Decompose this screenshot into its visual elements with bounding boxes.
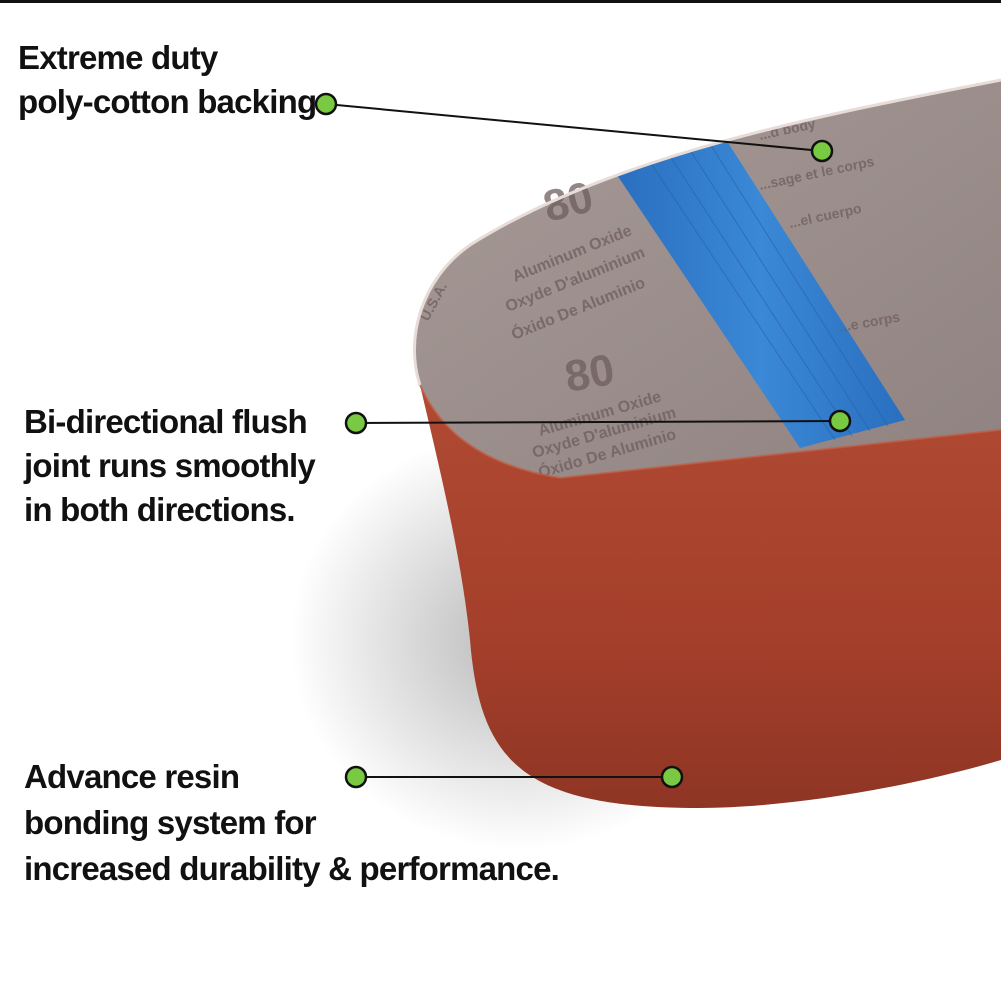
marker-dot-joint-start: [344, 411, 368, 435]
top-border-line: [0, 0, 1001, 3]
marker-dot-resin-start: [344, 765, 368, 789]
joint-tape-texture: [649, 143, 889, 441]
marker-dot-backing-start: [314, 92, 338, 116]
belt-outer-highlight: [419, 384, 1001, 480]
markers: [314, 92, 852, 789]
callout-backing-line-2: poly-cotton backing: [18, 83, 317, 120]
leader-line-joint: [355, 420, 841, 424]
marker-dot-joint-end: [828, 409, 852, 433]
callout-resin: Advance resin bonding system for increas…: [24, 754, 560, 892]
callout-joint-line-3: in both directions.: [24, 491, 296, 528]
callout-joint-line-1: Bi-directional flush: [24, 403, 308, 440]
callout-resin-line-1: Advance resin: [24, 758, 240, 795]
leader-line-backing: [325, 103, 823, 152]
callout-joint-line-2: joint runs smoothly: [24, 447, 316, 484]
callout-backing-line-1: Extreme duty: [18, 39, 218, 76]
marker-dot-backing-end: [810, 139, 834, 163]
marker-dot-resin-end: [660, 765, 684, 789]
belt-rim: [413, 78, 1001, 386]
belt-outer-surface: [420, 385, 1001, 808]
callout-resin-line-3: increased durability & performance.: [24, 850, 560, 887]
grit-number-2: 80: [561, 345, 618, 402]
callout-joint: Bi-directional flush joint runs smoothly…: [24, 400, 316, 532]
callout-backing: Extreme duty poly-cotton backing: [18, 36, 317, 124]
joint-tape: [615, 138, 905, 448]
callout-resin-line-2: bonding system for: [24, 804, 317, 841]
